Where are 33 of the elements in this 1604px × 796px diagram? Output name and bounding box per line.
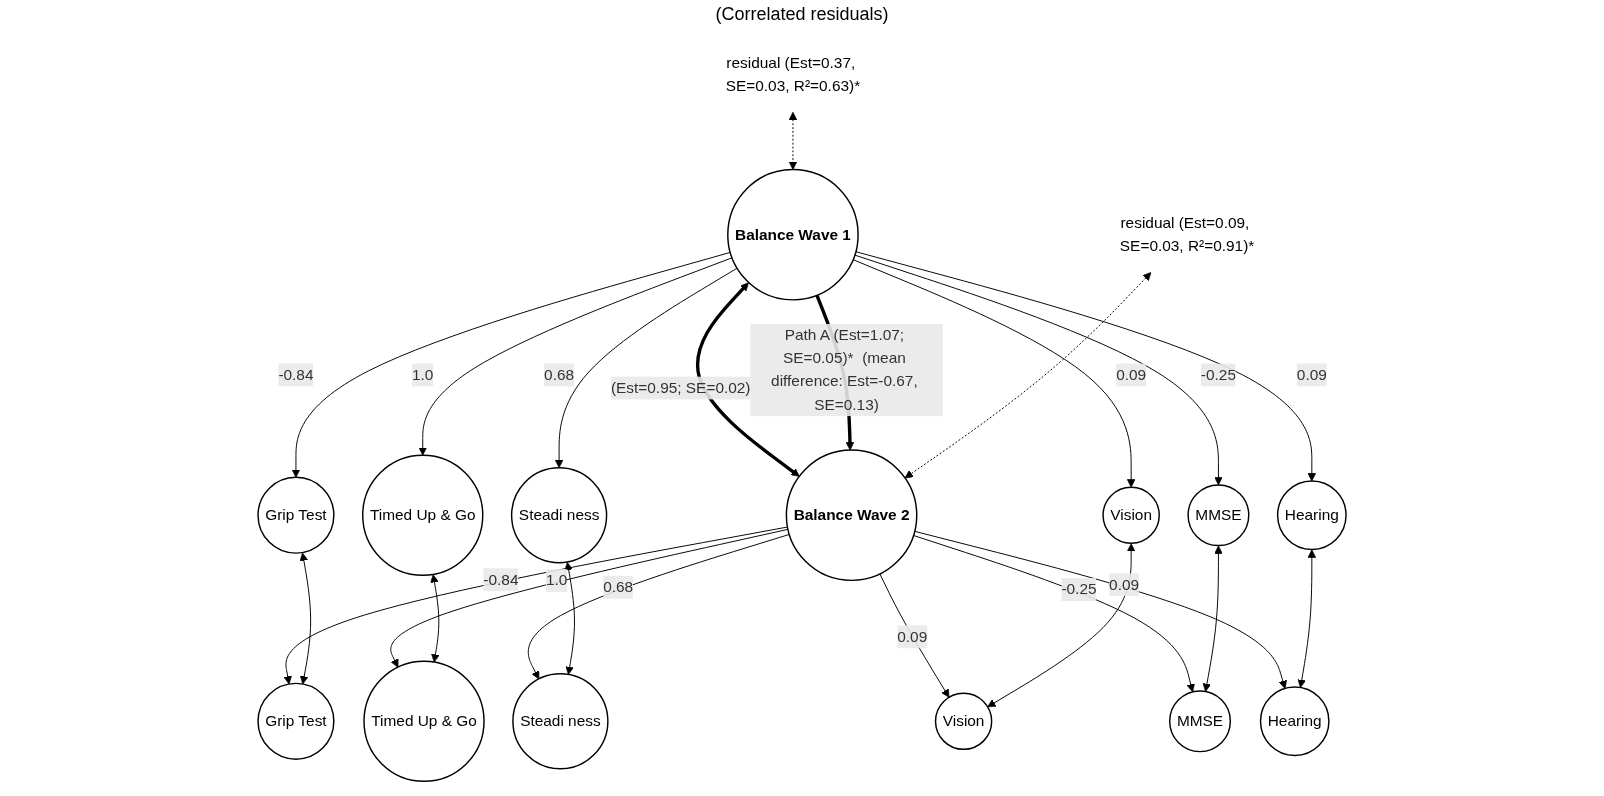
edge-label: 1.0 [412,366,434,383]
edge-label: -0.84 [483,571,519,588]
edge-label: (Est=0.95; SE=0.02) [610,379,751,396]
node-circle: Hearing [1259,686,1330,757]
node-circle: Timed Up & Go [361,454,484,576]
node-text: residual (Est=0.37, SE=0.03, R²=0.63)* [725,54,861,94]
node-text: residual (Est=0.09, SE=0.03, R²=0.91)* [1119,214,1255,254]
node-circle: MMSE [1187,484,1250,547]
node-circle: Timed Up & Go [363,660,485,782]
node-circle: Vision [934,692,993,751]
edge-label: Path A (Est=1.07; SE=0.05)* (mean difference: Est=-0.67, SE=0.13) [771,326,918,413]
edge-label: 0.68 [544,366,575,383]
edge-label: -0.25 [1200,366,1236,383]
edge-label: 0.09 [1116,366,1147,383]
node-circle: Vision [1102,486,1160,544]
note-text: (Correlated residuals) [715,4,889,25]
edge-label: 0.09 [1296,366,1327,383]
node-circle: Hearing [1276,480,1347,551]
node-circle: Steadi ness [512,673,609,770]
edge-label: -0.84 [278,366,314,383]
node-circle: Grip Test [257,682,335,760]
arrow [696,282,800,477]
edge-label: 0.09 [1109,576,1140,593]
node-circle: Balance Wave 1 [727,168,859,301]
edge-label: 1.0 [545,572,568,589]
edge-label: 0.09 [897,628,928,645]
edge-label: -0.25 [1061,580,1097,598]
node-circle: Grip Test [257,476,335,554]
node-circle: Steadi ness [510,467,608,564]
arrow [904,272,1152,479]
node-circle: Balance Wave 2 [785,449,918,582]
node-circle: MMSE [1168,690,1232,753]
edge-label: 0.68 [603,578,634,595]
